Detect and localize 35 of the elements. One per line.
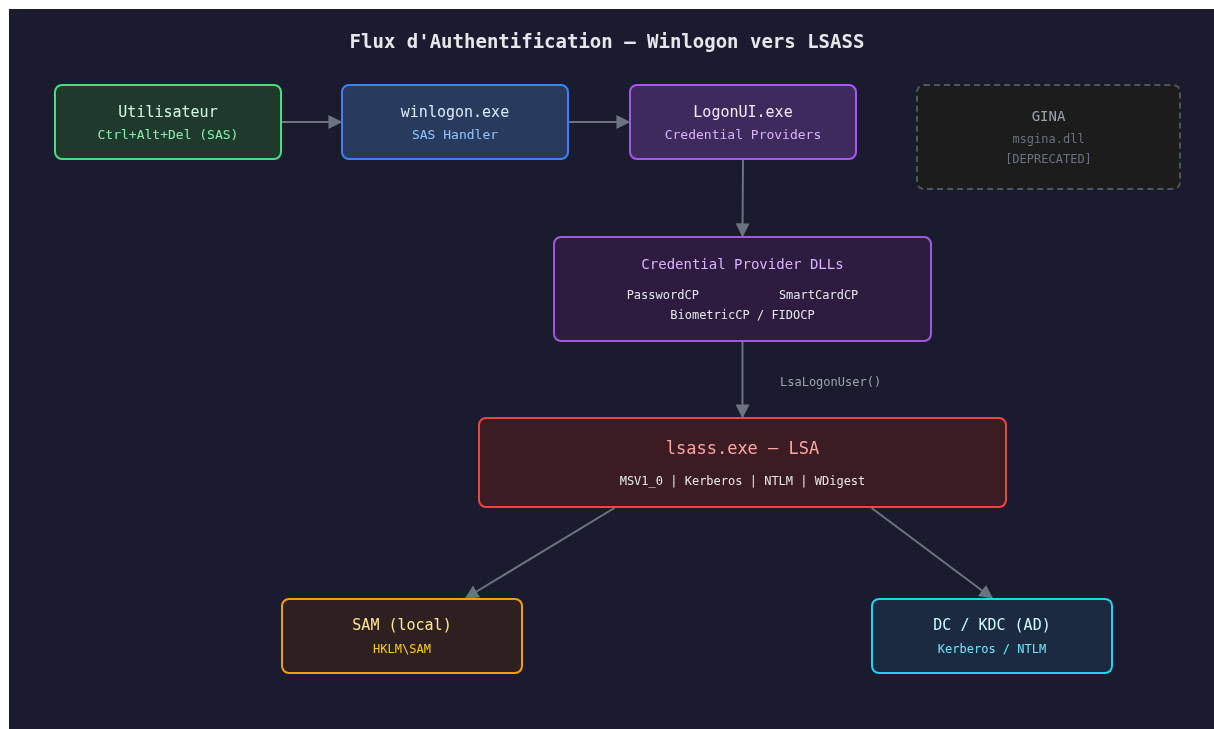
arrow (870, 507, 994, 599)
provider-name: PasswordCP (626, 288, 699, 302)
node-subtitle: Credential Providers (664, 126, 822, 142)
arrow (735, 159, 750, 238)
arrow (464, 507, 616, 599)
process-box (871, 598, 1113, 674)
diagram-title: Flux d'Authentification — Winlogon vers LSASS (348, 30, 866, 52)
node-heading: lsass.exe — LSA (665, 437, 820, 458)
process-box (281, 598, 523, 674)
arrow (735, 341, 750, 419)
node-subtitle: SAS Handler (411, 126, 499, 142)
node-subtitle: MSV1_0 | Kerberos | NTLM | WDigest (619, 473, 866, 488)
process-box (916, 84, 1181, 190)
node-heading: Credential Provider DLLs (641, 256, 844, 272)
process-box (341, 84, 569, 160)
node-heading: LogonUI.exe (693, 102, 793, 121)
process-box (54, 84, 282, 160)
node-heading: DC / KDC (AD) (933, 616, 1051, 634)
arrow (281, 115, 343, 129)
arrow (568, 115, 631, 129)
node-heading: SAM (local) (352, 616, 452, 634)
node-subtitle: Kerberos / NTLM (937, 642, 1047, 656)
node-heading: GINA (1031, 108, 1066, 124)
process-box (553, 236, 932, 342)
node-subtitle: [DEPRECATED] (1005, 152, 1092, 166)
edge-label: LsaLogonUser() (780, 375, 882, 389)
provider-name: SmartCardCP (778, 288, 859, 302)
node-subtitle: HKLM\SAM (373, 642, 431, 656)
node-heading: winlogon.exe (400, 102, 510, 121)
node-subtitle: Ctrl+Alt+Del (SAS) (97, 126, 239, 142)
node-heading: Utilisateur (118, 102, 218, 121)
process-box (478, 417, 1007, 508)
process-box (629, 84, 857, 160)
provider-name: BiometricCP / FIDOCP (670, 308, 815, 322)
node-subtitle: msgina.dll (1012, 132, 1085, 146)
